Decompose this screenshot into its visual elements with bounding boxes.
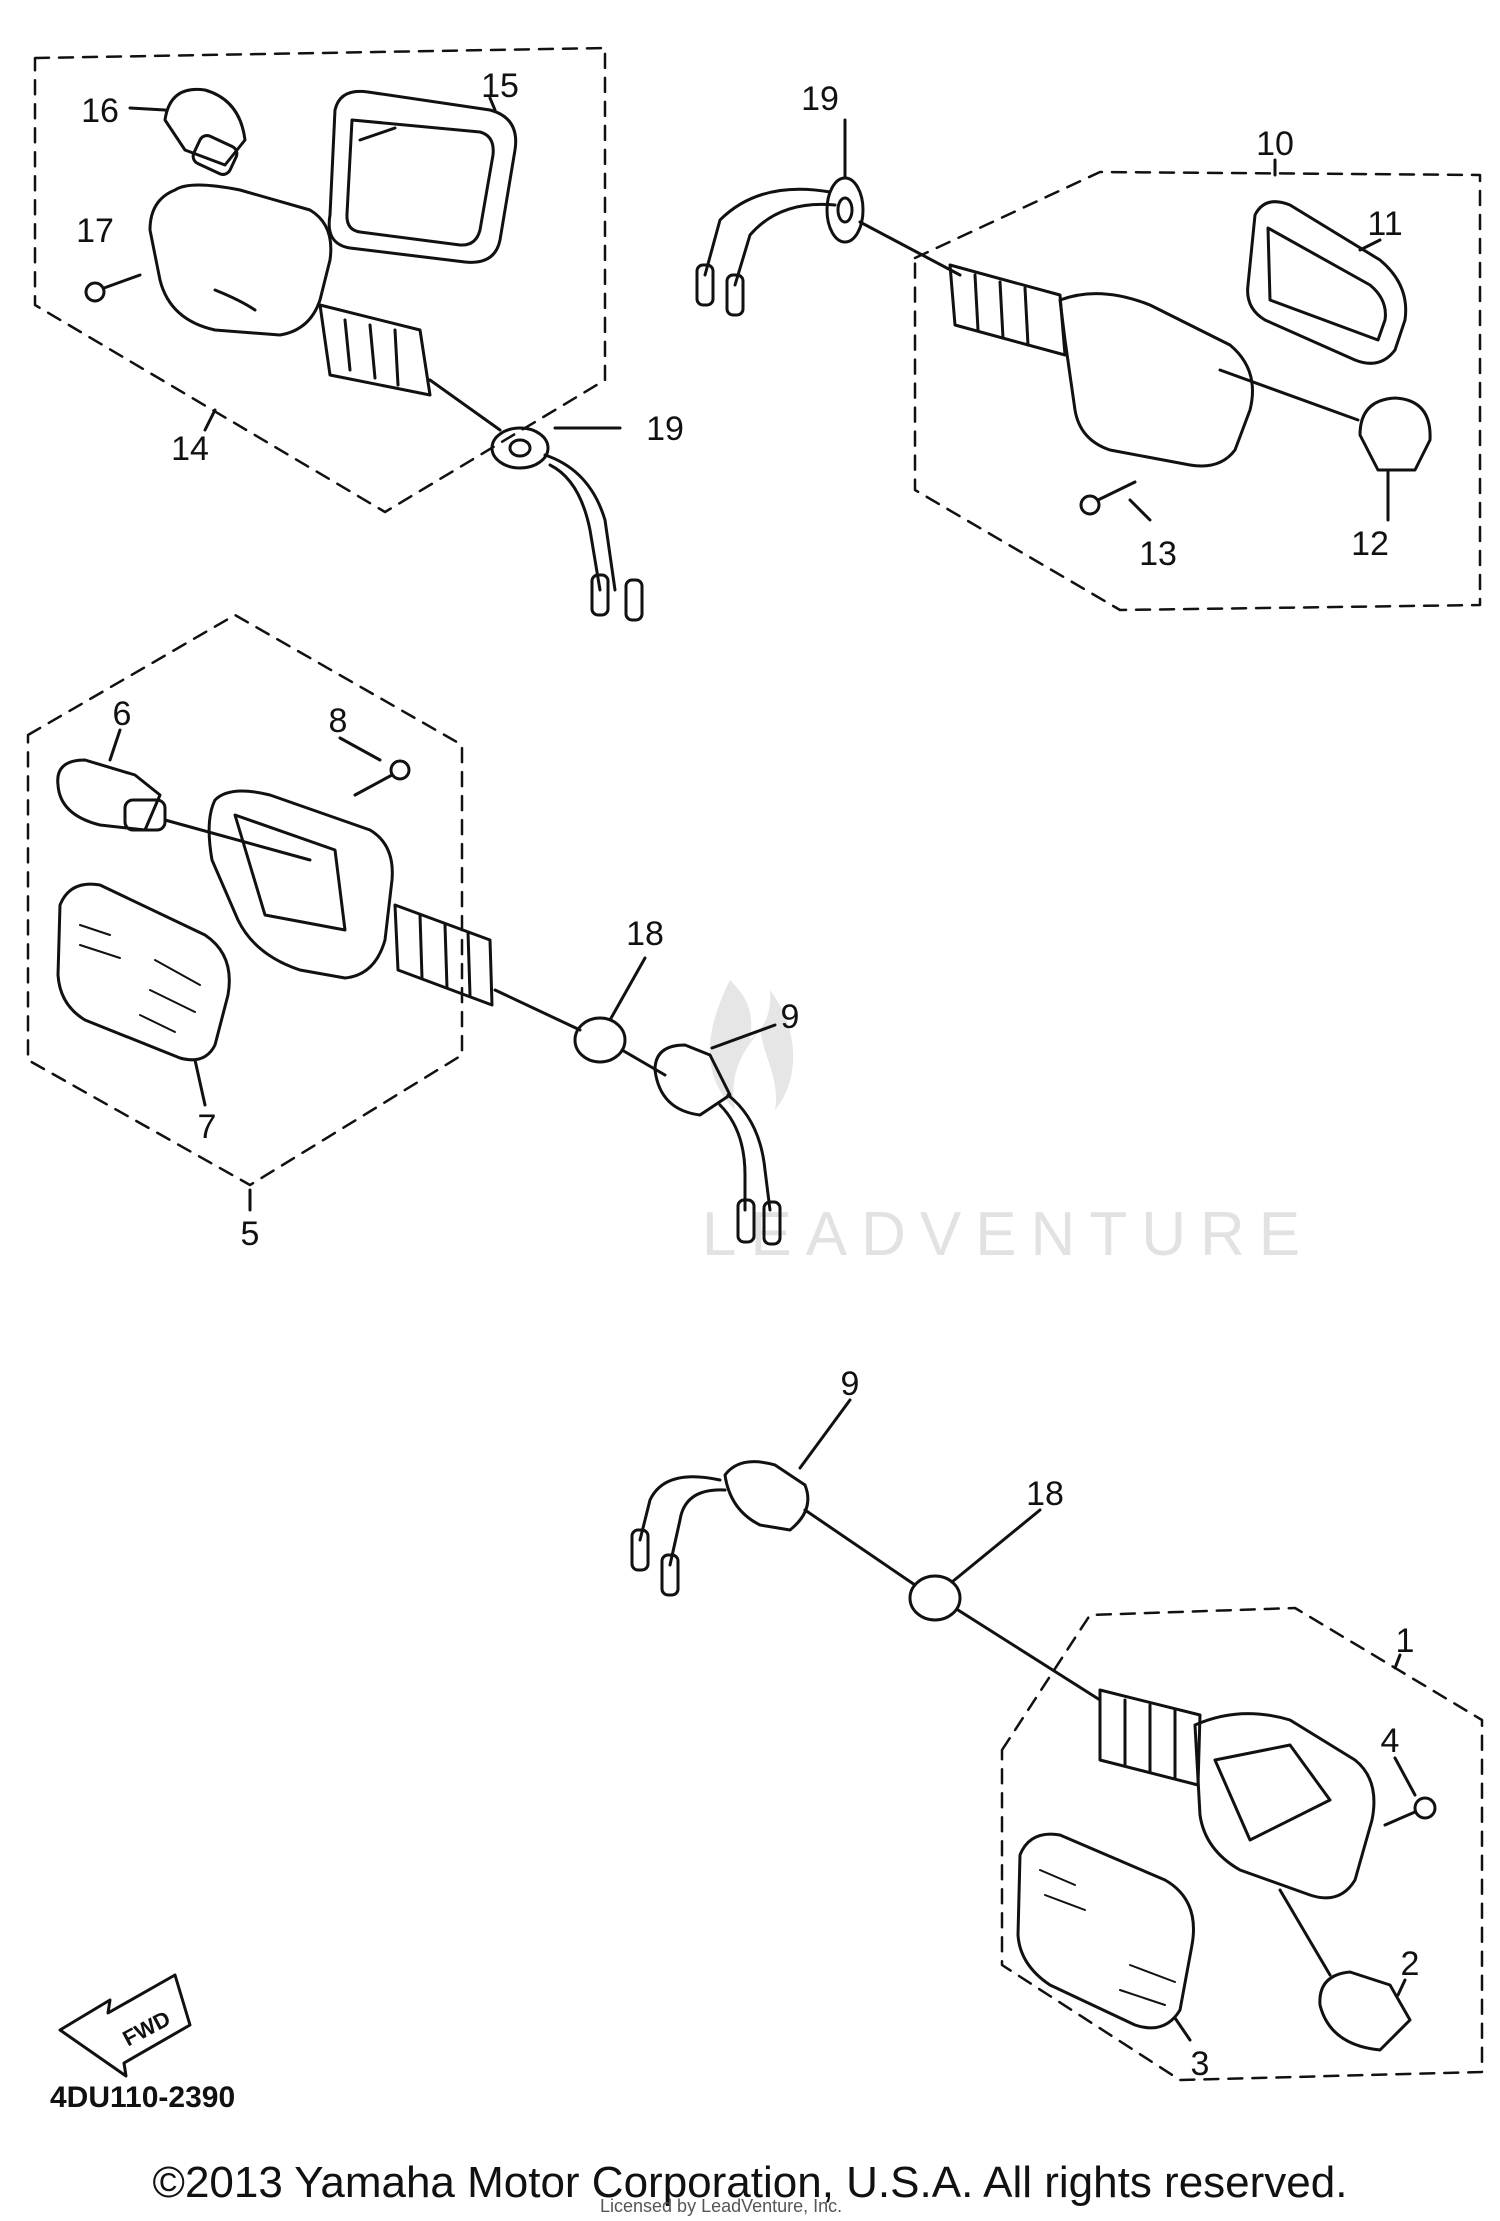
licensed-notice: Licensed by LeadVenture, Inc.	[600, 2196, 843, 2216]
assembly-14-boundary	[33, 46, 607, 514]
forward-label: FWD	[118, 2006, 174, 2052]
diagram-part-code: 4DU110-2390	[50, 2081, 235, 2114]
lens-11-inner	[1266, 226, 1387, 342]
callout-19-left: 19	[646, 410, 684, 448]
watermark: LEADVENTURE	[702, 980, 1314, 1269]
copyright-notice: ©2013 Yamaha Motor Corporation, U.S.A. A…	[152, 2158, 1348, 2207]
assembly-10-boundary	[913, 170, 1482, 612]
callout-17: 17	[76, 212, 114, 250]
callout-2: 2	[1401, 1945, 1420, 1983]
housing-1-shape	[1193, 1712, 1376, 1900]
grommet-18-right	[908, 1574, 962, 1622]
turn-signal-assembly-1	[630, 1398, 1484, 2082]
callout-9-right: 9	[841, 1365, 860, 1403]
callout-labels: 1 2 3 4 5 6 7 8 9 9 10 11 12 13 14 15 16…	[76, 67, 1419, 2083]
grommet-19-right	[825, 176, 865, 244]
assembly-1-boundary	[1000, 1606, 1484, 2082]
lens-7-outer	[56, 882, 231, 1062]
callout-4: 4	[1381, 1722, 1400, 1760]
callout-12: 12	[1351, 525, 1389, 563]
watermark-flame-icon	[709, 980, 794, 1110]
callout-9-left: 9	[781, 998, 800, 1036]
bulb-16-shape	[163, 87, 247, 167]
bulb-16-base	[191, 134, 239, 176]
watermark-text: LEADVENTURE	[702, 1200, 1314, 1269]
boot-9-right	[723, 1460, 810, 1532]
grommet-19-left	[490, 426, 550, 470]
turn-signal-assembly-10	[695, 118, 1482, 612]
grommet-18-left	[573, 1016, 627, 1064]
housing-5-shape	[207, 789, 394, 980]
screw-17	[84, 281, 106, 303]
callout-11: 11	[1367, 205, 1402, 243]
wire-leads-1	[638, 1475, 727, 1567]
forward-arrow-icon	[58, 1973, 192, 2078]
stalk-5	[393, 903, 494, 1007]
bulb-12-shape	[1358, 396, 1432, 472]
callout-13: 13	[1139, 535, 1177, 573]
screw-8	[389, 759, 411, 781]
callout-18-left: 18	[626, 915, 664, 953]
callout-1: 1	[1396, 1622, 1415, 1660]
assembly-5-boundary	[26, 613, 464, 1187]
lens-3-outer	[1016, 1832, 1195, 2030]
callout-14: 14	[171, 430, 209, 468]
callout-5: 5	[241, 1215, 260, 1253]
wire-leads-5	[718, 1093, 772, 1212]
callout-6: 6	[113, 695, 132, 733]
callout-18-right: 18	[1026, 1475, 1064, 1513]
stalk-14	[318, 303, 432, 397]
callout-16: 16	[81, 92, 119, 130]
lens-15-outer	[327, 89, 518, 264]
callout-10: 10	[1256, 125, 1294, 163]
callout-3: 3	[1191, 2045, 1210, 2083]
housing-14-shape	[148, 183, 333, 337]
callout-7: 7	[198, 1108, 217, 1146]
callout-19-right: 19	[801, 80, 839, 118]
bulb-2-shape	[1318, 1970, 1412, 2052]
bulb-6-shape	[56, 758, 162, 832]
turn-signal-assembly-14	[33, 46, 644, 622]
housing-10-shape	[1058, 292, 1254, 468]
wire-leads-10	[703, 187, 837, 287]
turn-signal-assembly-5	[26, 613, 782, 1246]
screw-13	[1079, 494, 1101, 516]
lens-11-outer	[1246, 200, 1408, 365]
stalk-10	[948, 263, 1067, 357]
forward-direction-arrow: FWD	[58, 1973, 192, 2078]
wire-leads-14	[543, 453, 617, 592]
screw-4	[1413, 1796, 1437, 1820]
lens-15-inner	[345, 118, 495, 247]
callout-15: 15	[481, 67, 519, 105]
callout-8: 8	[329, 702, 348, 740]
